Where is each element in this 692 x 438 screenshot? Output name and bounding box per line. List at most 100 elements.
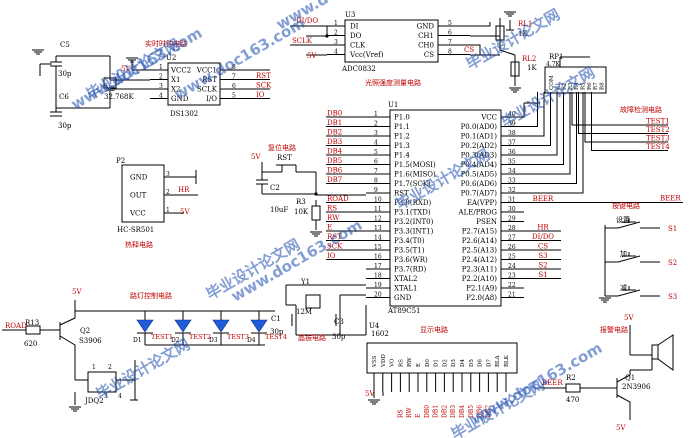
key-label: 设置 (616, 215, 630, 224)
fault-block-title: 故障检测电路 (620, 105, 662, 114)
light-block-title: 路灯控制电路 (130, 291, 172, 300)
u1-right-pin-number: 27 (508, 235, 516, 242)
u1-right-net: CS (538, 243, 548, 251)
rp1-pin: R4 (574, 82, 580, 90)
u1-ref: U1 (388, 101, 398, 109)
u2-right-pin-number: 5 (232, 93, 236, 100)
component-outline (311, 205, 321, 221)
u1-right-pin-number: 30 (508, 206, 516, 213)
u1-left-pin-name: P1.4 (394, 152, 410, 160)
u4-pin-name: RW (407, 357, 413, 367)
u4-pin-name: VSS (372, 355, 378, 368)
u1-right-pin-name: PSEN (476, 218, 497, 226)
u4-ref: U4 (369, 322, 380, 330)
q1-value: 2N3906 (622, 383, 651, 391)
u1-right-pin-number: 28 (508, 225, 516, 232)
rp1-pin: R7 (593, 82, 599, 90)
u1-right-pin-name: P2.7(A15) (462, 228, 498, 236)
u2-right-pin-name: I/O (206, 95, 217, 103)
wire (306, 26, 328, 37)
u4-net: DB3 (450, 405, 457, 418)
u1-left-net: IO (327, 252, 336, 260)
p2-pin-name: GND (130, 174, 148, 182)
u1-left-pin-number: 12 (374, 216, 382, 223)
rp1-pin: R5 (581, 82, 587, 90)
u1-right-net: HR (537, 224, 549, 232)
adc-sclk-net: SCLK (292, 37, 313, 45)
key-label: 加 (620, 249, 627, 258)
p2-pin-number: 1 (166, 207, 170, 214)
u1-right-pin-number: 26 (508, 244, 516, 251)
junction-dot (314, 192, 318, 196)
u1-right-pin-number: 34 (508, 168, 516, 175)
p2-part-number: HC-SR501 (117, 226, 154, 234)
u1-left-net: DB1 (327, 119, 342, 127)
u1-left-pin-number: 13 (374, 225, 382, 232)
component-outline (167, 62, 221, 106)
u3-left-pin-name: Vcc(Vref) (349, 51, 384, 59)
adc-5v-net: 5V (307, 52, 317, 60)
u1-right-pin-number: 33 (508, 178, 516, 185)
u2-ref: U2 (166, 54, 176, 62)
u3-left-pin-number: 1 (334, 20, 338, 27)
u4-pin-name: D3 (451, 359, 457, 367)
u3-part-number: ADC0832 (341, 65, 376, 73)
u1-left-pin-number: 11 (374, 206, 382, 213)
u1-left-net: RW (327, 214, 340, 222)
wire (470, 44, 481, 55)
u1-left-pin-number: 4 (374, 140, 378, 147)
y1-value: 12M (296, 308, 312, 316)
u1-left-net: DB0 (327, 110, 342, 118)
u2-right-pin-number: 7 (232, 74, 236, 81)
q1-ref: Q1 (625, 374, 635, 382)
y2-value: 32.768K (104, 93, 134, 101)
u1-left-pin-number: 3 (374, 130, 378, 137)
key-net: S1 (668, 225, 677, 233)
u1-right-net: S3 (538, 252, 547, 260)
u4-net: RS (397, 409, 404, 418)
q2-ref: Q2 (80, 327, 90, 335)
u3-right-pin-name: CH1 (418, 32, 434, 40)
led-2 (174, 319, 192, 333)
u3-right-pin-name: CH0 (418, 42, 434, 50)
u1-left-pin-number: 5 (374, 149, 378, 156)
u1-right-pin-number: 32 (508, 187, 516, 194)
u1-left-net: DB4 (327, 148, 343, 156)
u4-pin-name: D5 (469, 359, 475, 367)
u1-left-pin-name: XTAL2 (394, 275, 417, 283)
u1-left-net: ROAD (327, 195, 349, 203)
led-4 (250, 319, 268, 333)
keys-block-title: 按键电路 (612, 201, 640, 210)
u3-left-pin-name: CLK (350, 42, 366, 50)
reset-block-title: 复位电路 (268, 143, 296, 152)
u1-left-pin-number: 19 (374, 282, 382, 289)
led-3 (212, 319, 230, 333)
u1-right-pin-number: 21 (508, 292, 516, 299)
fault-net: TEST4 (646, 143, 670, 151)
u1-right-pin-number: 38 (508, 130, 516, 137)
u1-right-pin-number: 25 (508, 254, 516, 261)
u1-right-net: S2 (538, 262, 547, 270)
wire (591, 92, 668, 151)
wire (524, 92, 564, 165)
wire (524, 92, 558, 156)
u1-left-pin-number: 17 (374, 263, 382, 270)
u4-net: DB2 (441, 405, 448, 418)
alarm-5v-label: 5V (624, 314, 634, 322)
y1-ref: Y1 (300, 278, 310, 286)
rp1-pin: R3 (568, 82, 574, 90)
u1-left-pin-name: P1.2 (394, 133, 410, 141)
u2-left-pin-number: 3 (159, 83, 163, 90)
component-outline (344, 19, 439, 63)
u4-5v: 5V (365, 390, 375, 398)
u1-right-pin-name: P2.4(A12) (462, 256, 498, 264)
rp1-value: 4.7K (546, 61, 561, 68)
u1-left-pin-number: 6 (374, 159, 378, 166)
component-outline (495, 25, 505, 41)
u1-left-pin-number: 2 (374, 121, 378, 128)
clock-net: SCK (256, 82, 272, 90)
u1-right-pin-number: 22 (508, 282, 516, 289)
u1-left-pin-number: 20 (374, 292, 382, 299)
c5-ref: C5 (60, 41, 70, 49)
wire (524, 92, 545, 137)
